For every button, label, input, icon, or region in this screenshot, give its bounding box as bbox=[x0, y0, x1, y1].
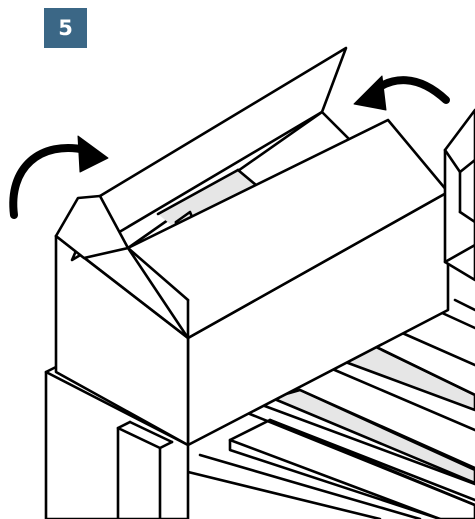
pallet-slats bbox=[178, 298, 475, 519]
step-number-badge: 5 bbox=[58, 16, 73, 40]
step-badge-bg bbox=[44, 8, 87, 48]
pallet-notch bbox=[116, 426, 162, 519]
adjacent-box bbox=[443, 108, 475, 282]
curved-arrow-icon-left bbox=[9, 135, 109, 219]
box-interior-shadow bbox=[158, 170, 262, 234]
box-left-flap bbox=[54, 194, 130, 260]
curved-arrow-icon-right bbox=[353, 75, 450, 111]
cardboard-box bbox=[54, 46, 450, 447]
